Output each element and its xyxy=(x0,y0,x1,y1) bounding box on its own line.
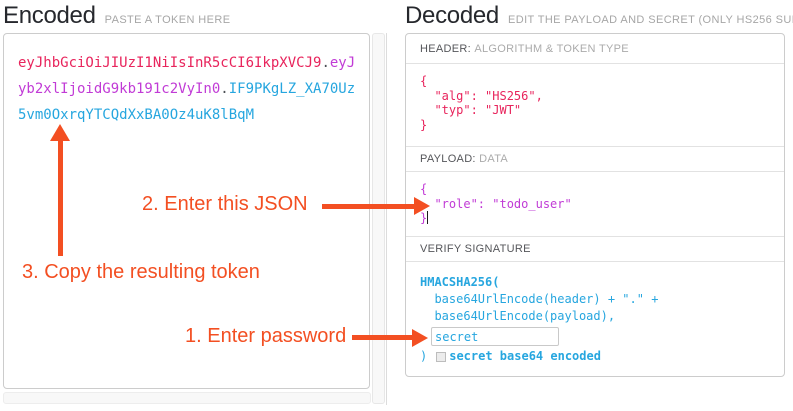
annotation-step3: 3. Copy the resulting token xyxy=(22,261,260,283)
column-divider xyxy=(386,33,387,405)
secret-input[interactable] xyxy=(431,327,559,346)
decoded-panel: HEADER: ALGORITHM & TOKEN TYPE { "alg": … xyxy=(405,33,785,377)
header-section-label: HEADER: ALGORITHM & TOKEN TYPE xyxy=(406,34,784,64)
token-payload-segment: eyJyb2xlIjoidG9kb191c2VyIn0 xyxy=(18,55,356,97)
header-json-line: "alg": "HS256", xyxy=(420,88,543,103)
secret-base64-checkbox[interactable] xyxy=(436,351,447,362)
close-paren: ) xyxy=(420,349,428,363)
header-sublabel: ALGORITHM & TOKEN TYPE xyxy=(474,42,629,55)
header-json-line: { xyxy=(420,74,428,88)
encoded-subtitle: PASTE A TOKEN HERE xyxy=(104,14,231,26)
step1-arrow-line xyxy=(352,335,413,340)
payload-json-line: { xyxy=(420,182,428,196)
signature-close-line: ) secret base64 encoded xyxy=(420,348,770,365)
header-json-line: } xyxy=(420,117,428,132)
payload-json-line: "role": "todo_user" xyxy=(420,196,572,211)
header-json-line: "typ": "JWT" xyxy=(420,103,522,117)
payload-section-label: PAYLOAD: DATA xyxy=(406,147,784,172)
signature-section-label: VERIFY SIGNATURE xyxy=(406,237,784,262)
token-input-area[interactable]: eyJhbGciOiJIUzI1NiIsInR5cCI6IkpXVCJ9.eyJ… xyxy=(3,33,370,389)
step2-arrow-line xyxy=(322,204,415,209)
step3-arrow-line xyxy=(58,140,63,256)
header-json-editor[interactable]: { "alg": "HS256", "typ": "JWT" } xyxy=(406,64,784,147)
annotation-step1: 1. Enter password xyxy=(185,325,347,347)
step3-arrow-head-icon xyxy=(50,124,70,141)
token-separator-1: . xyxy=(321,55,330,71)
encoded-title: Encoded xyxy=(3,2,96,29)
payload-label: PAYLOAD: xyxy=(420,153,476,165)
payload-sublabel: DATA xyxy=(479,153,509,165)
step1-arrow-head-icon xyxy=(412,329,428,347)
token-header-segment: eyJhbGciOiJIUzI1NiIsInR5cCI6IkpXVCJ9 xyxy=(18,55,322,71)
decoded-title: Decoded xyxy=(405,2,499,29)
payload-json-line: } xyxy=(420,211,429,225)
text-cursor xyxy=(427,211,429,224)
token-separator-2: . xyxy=(220,81,229,97)
annotation-step2: 2. Enter this JSON xyxy=(142,193,308,215)
jwt-token: eyJhbGciOiJIUzI1NiIsInR5cCI6IkpXVCJ9.eyJ… xyxy=(18,50,364,128)
encode-payload-code-line: base64UrlEncode(payload), xyxy=(420,309,616,323)
header-label: HEADER: xyxy=(420,42,471,55)
hmac-code-line: HMACSHA256( xyxy=(420,275,500,289)
encode-header-code-line: base64UrlEncode(header) + "." + xyxy=(420,292,659,306)
token-signature-segment: IF9PKgLZ_XA70Uz5vm0OxrqYTCQdXxBA0Oz4uK8l… xyxy=(18,81,356,123)
payload-json-editor[interactable]: { "role": "todo_user" } xyxy=(406,172,784,237)
decoded-subtitle: EDIT THE PAYLOAD AND SECRET (ONLY HS256 … xyxy=(507,14,793,26)
signature-editor: HMACSHA256( base64UrlEncode(header) + ".… xyxy=(406,262,784,376)
step2-arrow-head-icon xyxy=(414,197,430,215)
horizontal-scrollbar[interactable] xyxy=(3,392,371,404)
encoded-heading: Encoded PASTE A TOKEN HERE xyxy=(3,2,230,30)
secret-base64-label: secret base64 encoded xyxy=(449,349,601,363)
verify-signature-label: VERIFY SIGNATURE xyxy=(420,243,531,255)
decoded-heading: Decoded EDIT THE PAYLOAD AND SECRET (ONL… xyxy=(405,2,793,30)
vertical-scrollbar[interactable] xyxy=(372,33,385,404)
